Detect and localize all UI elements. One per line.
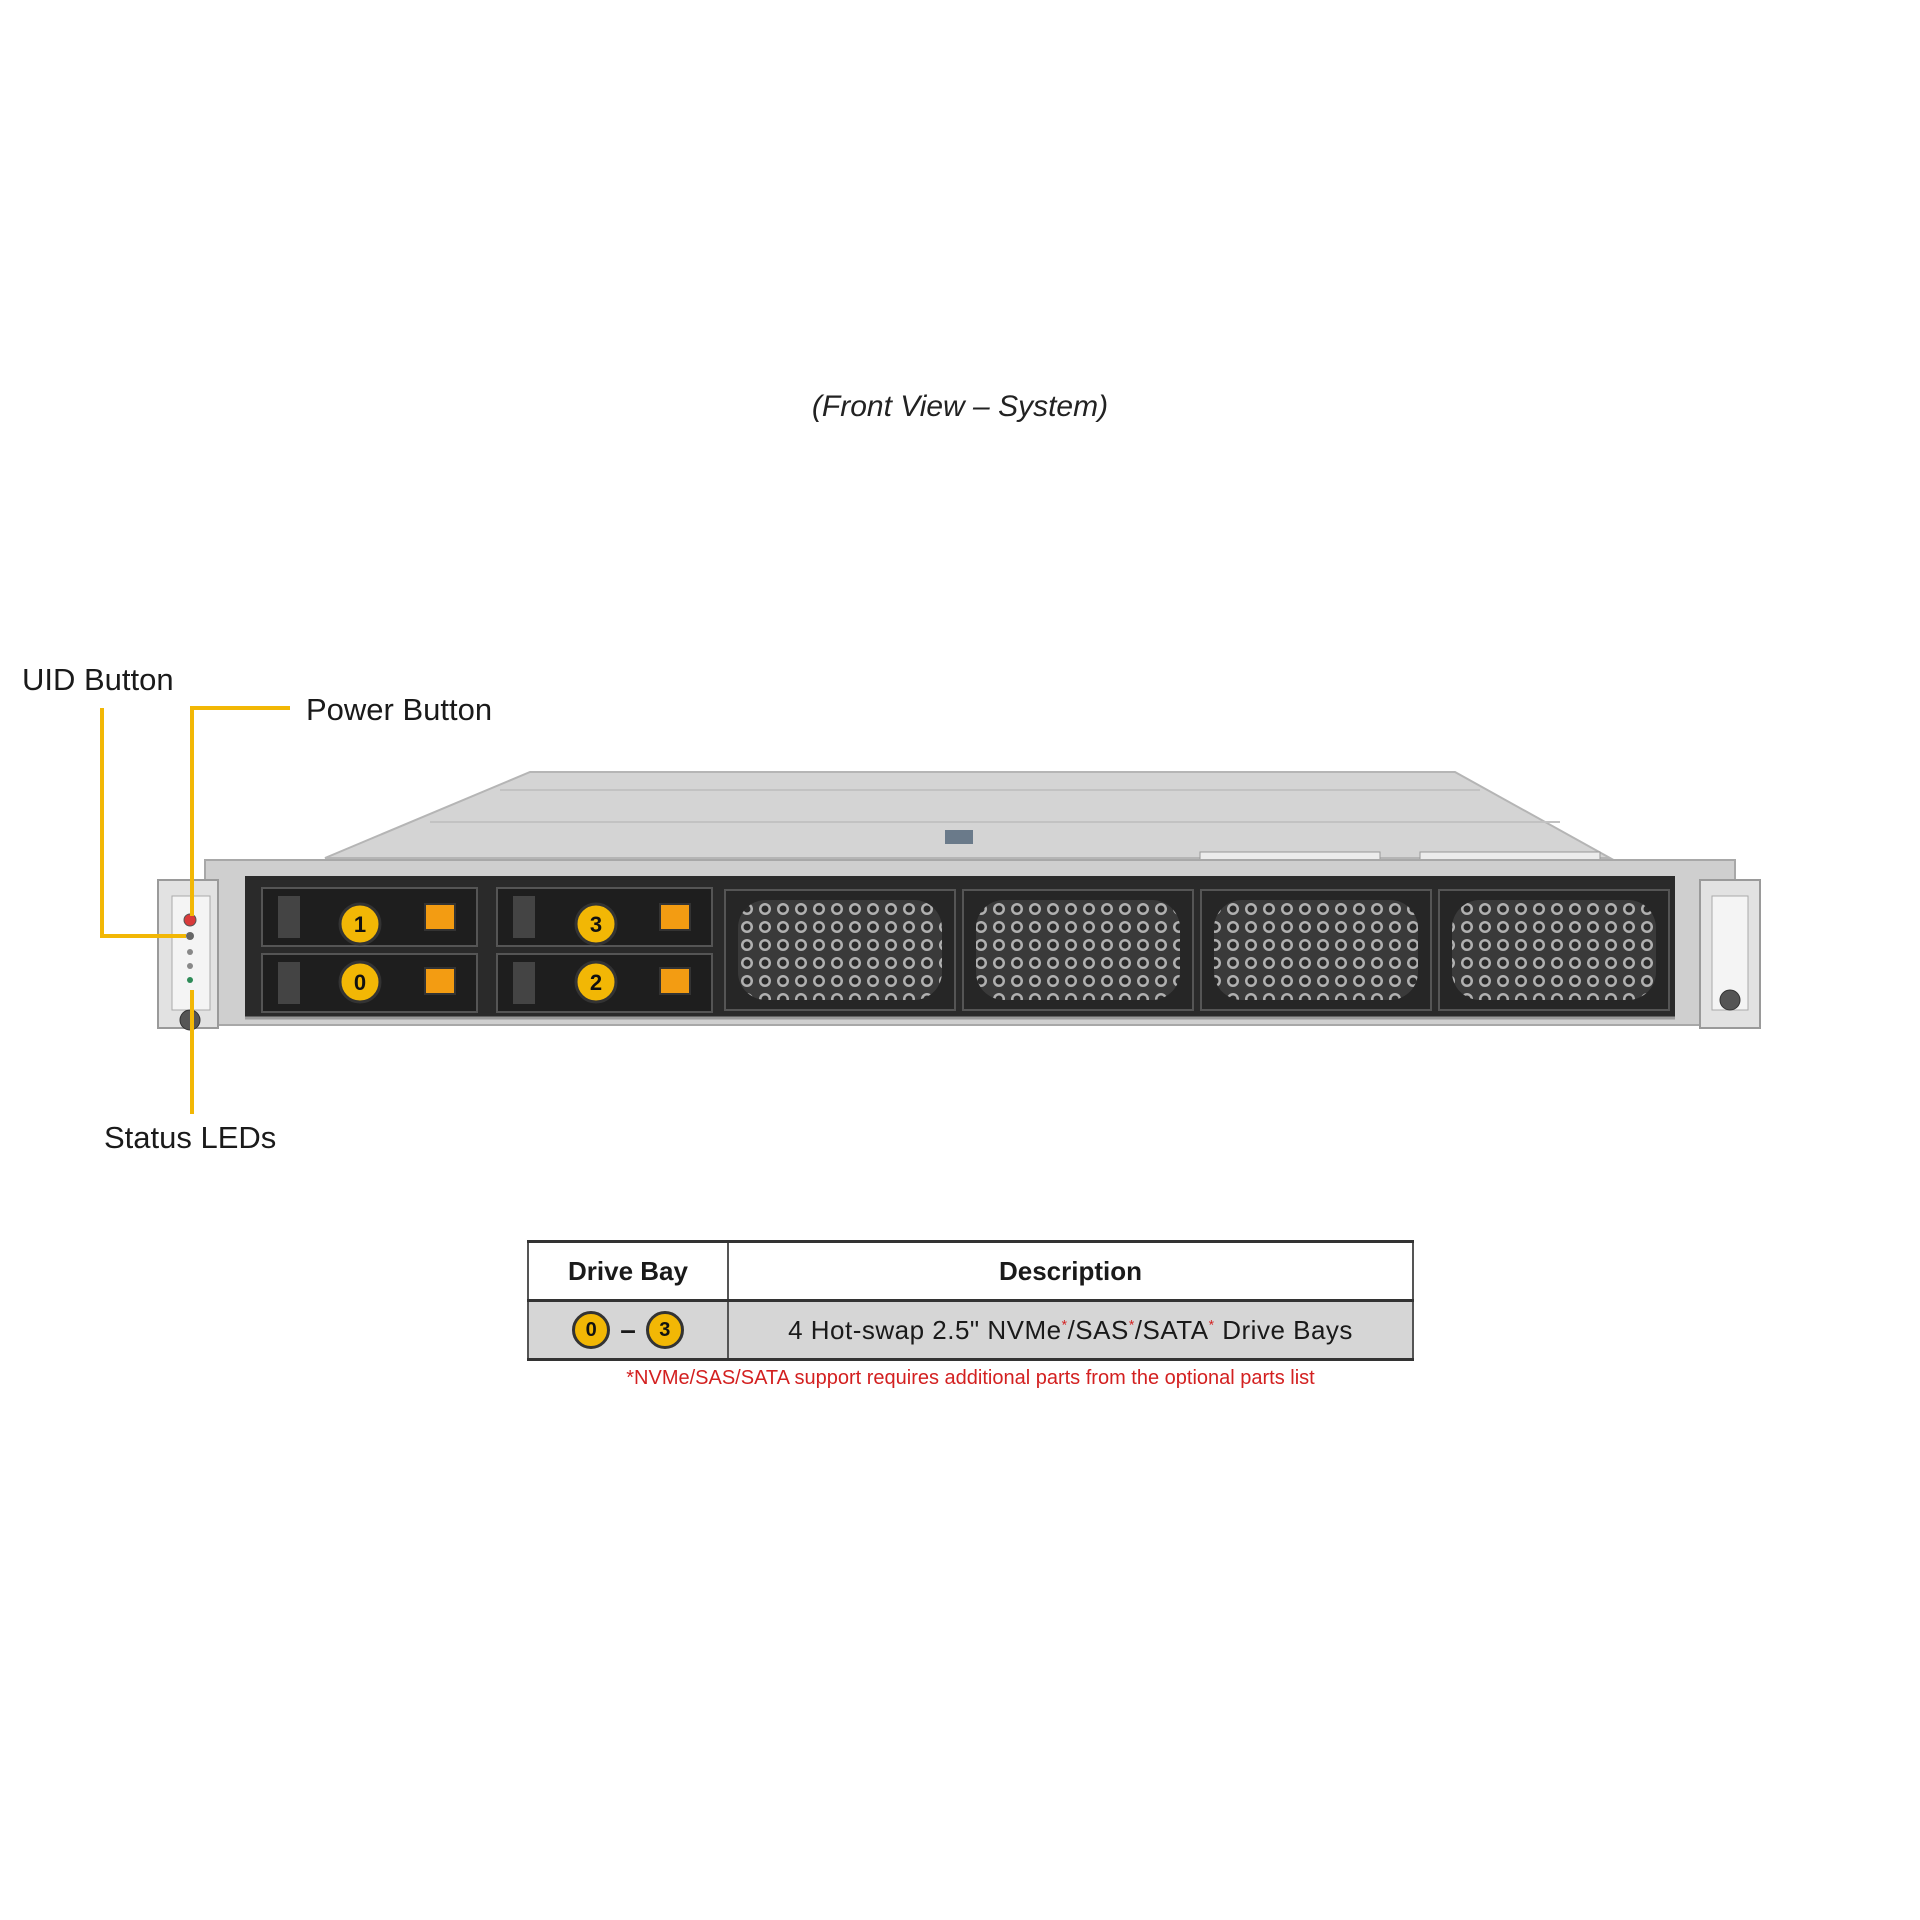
description-part-4: Drive Bays [1214,1314,1353,1345]
drive-bay-table: Drive Bay Description 0–3 4 Hot-swap 2.5… [527,1240,1414,1361]
header-drive-bay: Drive Bay [527,1241,729,1302]
bay-end-badge: 3 [645,1311,684,1349]
drive-label-1: 1 [354,912,366,937]
power-leader-horizontal [190,706,290,710]
drive-label-3: 3 [590,912,602,937]
status-led-icon [187,963,193,969]
drive-bay-table-wrap: Drive Bay Description 0–3 4 Hot-swap 2.5… [527,1240,1414,1390]
fan-vent-4 [1438,889,1670,1011]
footnote-marker: * [1128,1315,1135,1332]
drive-bay-0: 0 [261,953,478,1013]
uid-button-label: UID Button [22,662,174,697]
description-part-1: 4 Hot-swap 2.5" NVMe [788,1314,1062,1345]
power-leader-vertical [190,706,194,916]
drive-bay-1: 1 [261,887,478,947]
front-view-caption: (Front View – System) [811,390,1109,423]
description-cell: 4 Hot-swap 2.5" NVMe*/SAS*/SATA* Drive B… [727,1300,1414,1360]
drive-label-0: 0 [354,970,366,995]
top-latch [945,830,973,844]
drive-bay-3: 3 [496,887,713,947]
status-leds-label: Status LEDs [104,1120,277,1155]
fan-vent-3 [1200,889,1432,1011]
drive-bay-range-cell: 0–3 [527,1300,729,1360]
right-thumbscrew-icon [1719,989,1741,1011]
front-bezel [245,876,1675,1018]
table-row: 0–3 4 Hot-swap 2.5" NVMe*/SAS*/SATA* Dri… [527,1300,1414,1360]
description-part-2: /SAS [1067,1314,1129,1345]
footnote-marker: * [1208,1315,1215,1332]
uid-leader-horizontal [100,934,186,938]
status-led-icon [187,977,193,983]
drive-bay-2: 2 [496,953,713,1013]
fan-vent-1 [724,889,956,1011]
header-description: Description [727,1241,1414,1302]
bay-range-separator: – [620,1314,636,1345]
chassis-top [324,771,1614,859]
bay-start-badge: 0 [572,1311,611,1349]
fan-vent-2 [962,889,1194,1011]
status-leader-vertical [190,990,194,1114]
drive-label-2: 2 [590,970,602,995]
uid-button-icon [186,932,194,940]
uid-leader-vertical [100,708,104,938]
footnote-marker: * [1061,1315,1068,1332]
description-part-3: /SATA [1134,1314,1209,1345]
status-led-icon [187,949,193,955]
power-button-label: Power Button [306,692,493,727]
table-footnote: *NVMe/SAS/SATA support requires addition… [626,1367,1315,1389]
